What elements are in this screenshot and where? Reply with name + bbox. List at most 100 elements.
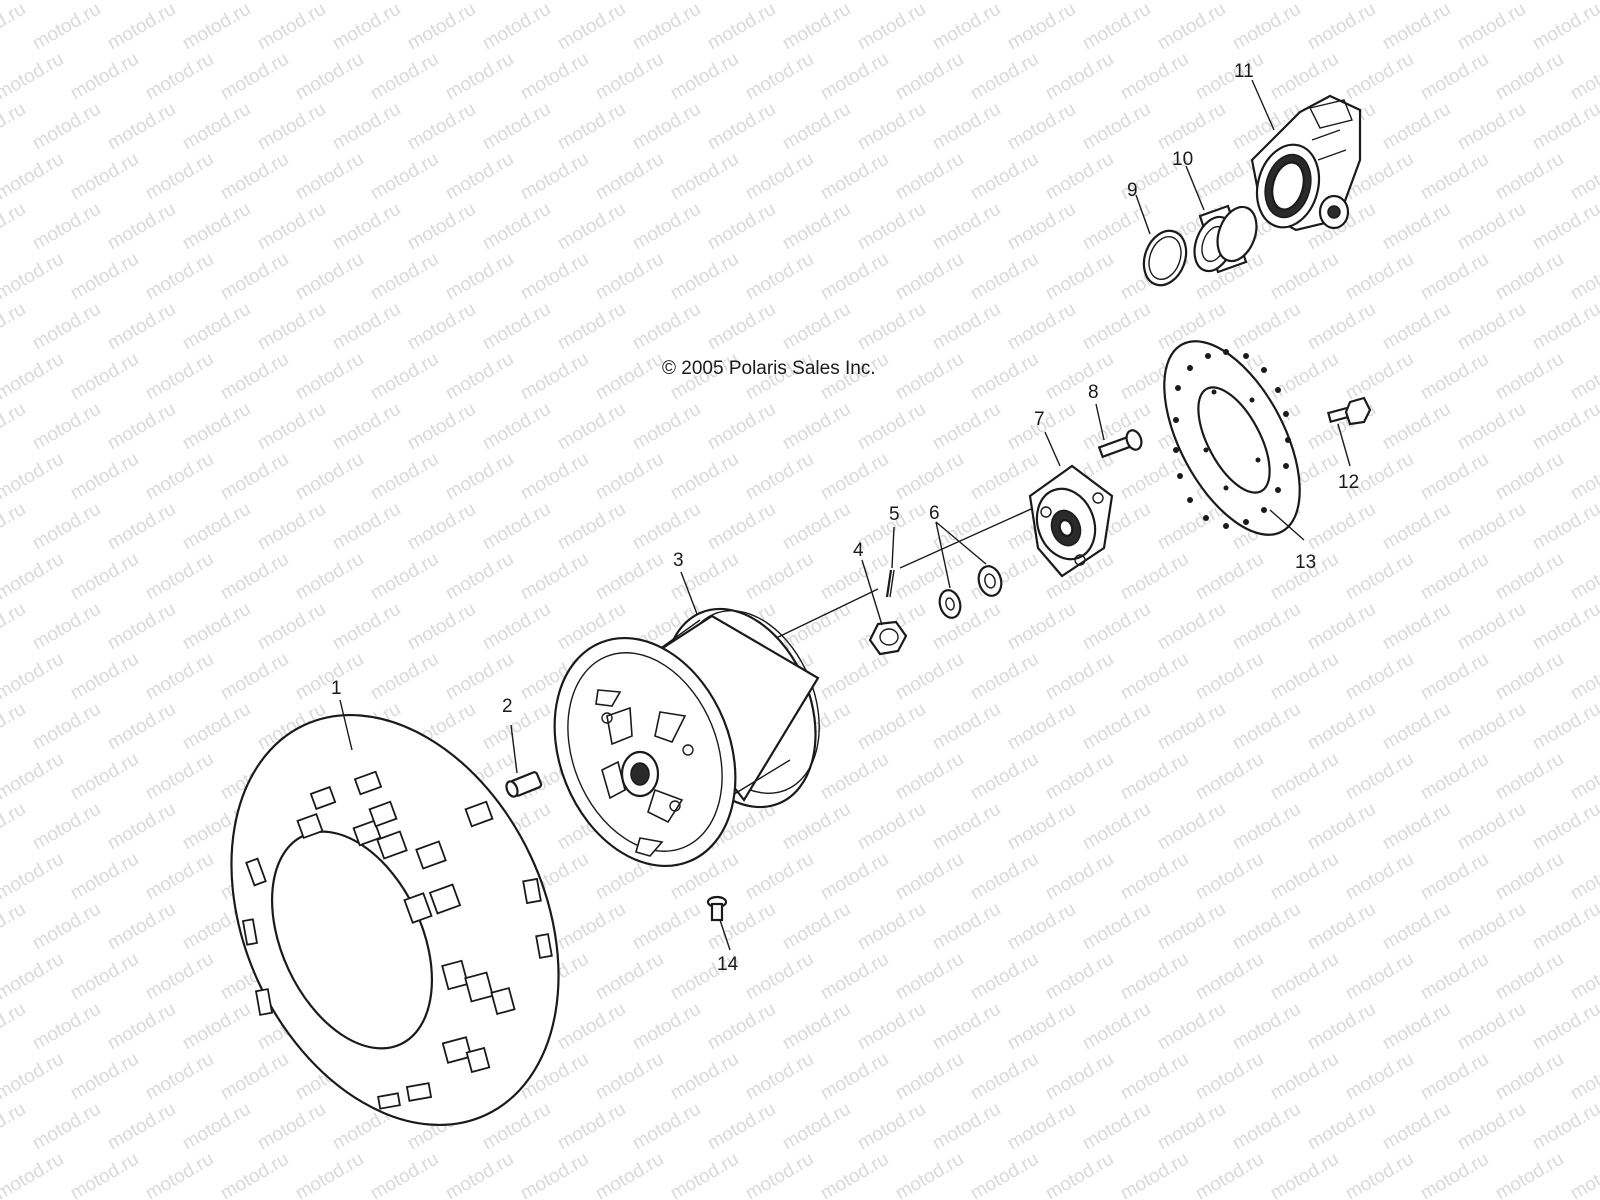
watermark-tile: motod.ru <box>1154 999 1229 1055</box>
watermark-tile: motod.ru <box>1117 549 1192 605</box>
watermark-tile: motod.ru <box>1417 549 1492 605</box>
castle-nut <box>868 620 908 656</box>
watermark-tile: motod.ru <box>1229 899 1304 955</box>
watermark-tile: motod.ru <box>67 1049 142 1105</box>
watermark-tile: motod.ru <box>1417 1149 1492 1200</box>
watermark-tile: motod.ru <box>404 499 479 555</box>
watermark-tile: motod.ru <box>367 0 442 4</box>
watermark-tile: motod.ru <box>929 1099 1004 1155</box>
watermark-tile: motod.ru <box>367 249 442 305</box>
watermark-tile: motod.ru <box>554 899 629 955</box>
watermark-tile: motod.ru <box>742 849 817 905</box>
watermark-tile: motod.ru <box>179 0 254 54</box>
watermark-tile: motod.ru <box>179 999 254 1055</box>
watermark-tile: motod.ru <box>404 599 479 655</box>
watermark-tile: motod.ru <box>329 599 404 655</box>
watermark-tile: motod.ru <box>1454 999 1529 1055</box>
watermark-tile: motod.ru <box>592 949 667 1005</box>
watermark-tile: motod.ru <box>1229 999 1304 1055</box>
watermark-tile: motod.ru <box>142 749 217 805</box>
watermark-tile: motod.ru <box>1529 599 1600 655</box>
watermark-tile: motod.ru <box>142 449 217 505</box>
watermark-tile: motod.ru <box>1079 1099 1154 1155</box>
watermark-tile: motod.ru <box>629 99 704 155</box>
watermark-tile: motod.ru <box>929 99 1004 155</box>
watermark-tile: motod.ru <box>667 49 742 105</box>
watermark-tile: motod.ru <box>479 299 554 355</box>
watermark-tile: motod.ru <box>479 599 554 655</box>
watermark-tile: motod.ru <box>1267 0 1342 4</box>
watermark-tile: motod.ru <box>1154 899 1229 955</box>
watermark-tile: motod.ru <box>1042 249 1117 305</box>
watermark-tile: motod.ru <box>592 449 667 505</box>
watermark-tile: motod.ru <box>1529 499 1600 555</box>
watermark-tile: motod.ru <box>1529 799 1600 855</box>
watermark-tile: motod.ru <box>967 0 1042 4</box>
watermark-tile: motod.ru <box>892 649 967 705</box>
valve-stem <box>505 771 543 798</box>
watermark-tile: motod.ru <box>554 399 629 455</box>
watermark-tile: motod.ru <box>592 149 667 205</box>
watermark-tile: motod.ru <box>592 349 667 405</box>
callout-10: 10 <box>1172 149 1193 170</box>
watermark-tile: motod.ru <box>104 599 179 655</box>
watermark-tile: motod.ru <box>1567 49 1600 105</box>
watermark-tile: motod.ru <box>1492 1149 1567 1200</box>
tire <box>230 713 560 1127</box>
watermark-tile: motod.ru <box>1417 49 1492 105</box>
watermark-tile: motod.ru <box>329 199 404 255</box>
watermark-tile: motod.ru <box>967 1149 1042 1200</box>
watermark-tile: motod.ru <box>592 49 667 105</box>
watermark-tile: motod.ru <box>1042 949 1117 1005</box>
watermark-tile: motod.ru <box>892 249 967 305</box>
watermark-tile: motod.ru <box>254 399 329 455</box>
watermark-tile: motod.ru <box>1042 649 1117 705</box>
watermark-tile: motod.ru <box>1529 299 1600 355</box>
watermark-tile: motod.ru <box>1379 799 1454 855</box>
watermark-tile: motod.ru <box>1042 849 1117 905</box>
watermark-tile: motod.ru <box>1342 749 1417 805</box>
watermark-tile: motod.ru <box>1079 0 1154 54</box>
watermark-tile: motod.ru <box>0 949 67 1005</box>
watermark-tile: motod.ru <box>1379 199 1454 255</box>
watermark-tile: motod.ru <box>217 149 292 205</box>
watermark-tile: motod.ru <box>442 449 517 505</box>
watermark-tile: motod.ru <box>1267 649 1342 705</box>
watermark-tile: motod.ru <box>1529 999 1600 1055</box>
watermark-tile: motod.ru <box>217 549 292 605</box>
watermark-tile: motod.ru <box>254 0 329 54</box>
watermark-tile: motod.ru <box>779 199 854 255</box>
watermark-tile: motod.ru <box>254 299 329 355</box>
watermark-tile: motod.ru <box>142 149 217 205</box>
watermark-tile: motod.ru <box>1304 699 1379 755</box>
watermark-tile: motod.ru <box>779 899 854 955</box>
watermark-tile: motod.ru <box>517 149 592 205</box>
watermark-tile: motod.ru <box>704 99 779 155</box>
wheel-rim <box>553 607 820 868</box>
watermark-tile: motod.ru <box>1529 899 1600 955</box>
watermark-tile: motod.ru <box>629 199 704 255</box>
watermark-tile: motod.ru <box>1417 349 1492 405</box>
watermark-tile: motod.ru <box>1454 699 1529 755</box>
watermark-tile: motod.ru <box>29 299 104 355</box>
watermark-tile: motod.ru <box>104 399 179 455</box>
watermark-tile: motod.ru <box>854 0 929 54</box>
watermark-tile: motod.ru <box>104 99 179 155</box>
watermark-tile: motod.ru <box>742 0 817 4</box>
rotor-bolt <box>1326 396 1372 426</box>
watermark-tile: motod.ru <box>1229 699 1304 755</box>
watermark-tile: motod.ru <box>292 1149 367 1200</box>
watermark-tile: motod.ru <box>29 899 104 955</box>
callout-5: 5 <box>889 504 900 525</box>
watermark-tile: motod.ru <box>1192 849 1267 905</box>
watermark-tile: motod.ru <box>404 0 479 54</box>
watermark-tile: motod.ru <box>892 1149 967 1200</box>
watermark-tile: motod.ru <box>967 949 1042 1005</box>
watermark-tile: motod.ru <box>0 699 29 755</box>
watermark-tile: motod.ru <box>517 0 592 4</box>
watermark-tile: motod.ru <box>479 0 554 54</box>
watermark-tile: motod.ru <box>1492 849 1567 905</box>
watermark-tile: motod.ru <box>1567 649 1600 705</box>
watermark-tile: motod.ru <box>1192 0 1267 4</box>
